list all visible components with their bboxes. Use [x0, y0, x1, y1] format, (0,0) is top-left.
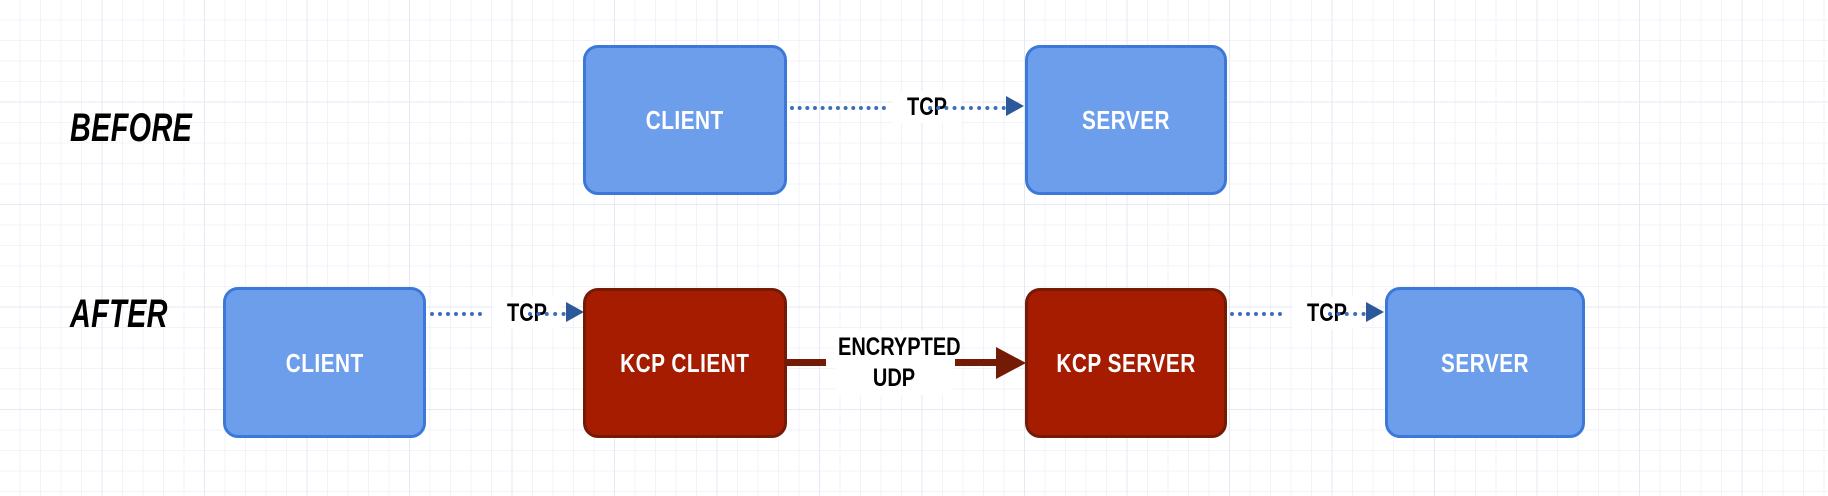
- connector-after-udp-label-line1: ENCRYPTED: [838, 333, 961, 361]
- connector-before-tcp-dotted-right: [928, 106, 1014, 110]
- connector-after-tcp-right-dotted-right: [1328, 312, 1374, 316]
- connector-before-tcp-dotted-left: [790, 106, 886, 110]
- node-after-kcp-client-label: KCP CLIENT: [620, 348, 750, 378]
- node-after-kcp-server-label: KCP SERVER: [1056, 348, 1196, 378]
- connector-after-udp-label-line2: UDP: [872, 363, 916, 392]
- connector-after-udp-solid-left: [786, 359, 826, 366]
- arrow-right-icon-after-tcp-left: [566, 302, 584, 322]
- connector-after-tcp-right-dotted-left: [1230, 312, 1282, 316]
- connector-after-udp-solid-right: [955, 359, 1001, 366]
- row-label-before: BEFORE: [70, 106, 193, 150]
- arrow-right-icon-after-udp: [996, 347, 1026, 379]
- arrow-right-icon-after-tcp-right: [1366, 302, 1384, 322]
- connector-after-tcp-left-dotted-right: [528, 312, 574, 316]
- connector-after-udp-label: ENCRYPTED UDP: [834, 330, 961, 395]
- node-before-client-label: CLIENT: [645, 105, 724, 135]
- node-after-server-label: SERVER: [1440, 347, 1530, 378]
- node-after-client[interactable]: CLIENT: [223, 287, 426, 438]
- node-after-kcp-client[interactable]: KCP CLIENT: [583, 288, 787, 438]
- node-before-server-label: SERVER: [1081, 105, 1171, 135]
- node-after-client-label: CLIENT: [285, 347, 364, 378]
- row-label-after: AFTER: [70, 292, 168, 336]
- node-before-client[interactable]: CLIENT: [583, 45, 787, 195]
- connector-before-tcp-label: TCP: [892, 91, 962, 123]
- node-after-kcp-server[interactable]: KCP SERVER: [1025, 288, 1227, 438]
- node-after-server[interactable]: SERVER: [1385, 287, 1585, 438]
- connector-after-tcp-left-dotted-left: [430, 312, 482, 316]
- node-before-server[interactable]: SERVER: [1025, 45, 1227, 195]
- arrow-right-icon-before-tcp: [1006, 96, 1024, 116]
